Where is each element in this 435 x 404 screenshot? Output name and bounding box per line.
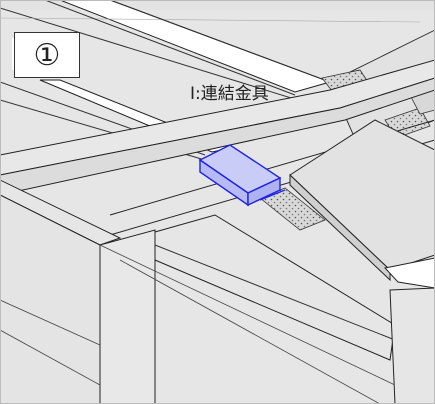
white-gap-strip-3 [12, 38, 14, 70]
board-edge [0, 17, 421, 23]
block-edge [0, 329, 101, 386]
block-edge [119, 259, 381, 404]
lower-left-front [99, 229, 156, 404]
central-beam-face [0, 77, 435, 196]
lower-left-block-face [0, 194, 101, 404]
board-edge [109, 0, 331, 83]
lower-right-panel [389, 287, 435, 404]
block-edge [99, 244, 435, 404]
step-number-badge: ① [14, 32, 80, 78]
board-edge [44, 0, 296, 96]
connector-tab [259, 189, 286, 201]
right-panel-side [289, 173, 391, 282]
block-edge [0, 299, 101, 346]
connector-front [247, 176, 281, 207]
connector-label: I:連結金具 [190, 84, 269, 104]
central-beam-top [0, 59, 435, 176]
board-edge [0, 7, 331, 111]
board-edge [154, 244, 396, 341]
white-gap-strip-4 [384, 257, 435, 289]
